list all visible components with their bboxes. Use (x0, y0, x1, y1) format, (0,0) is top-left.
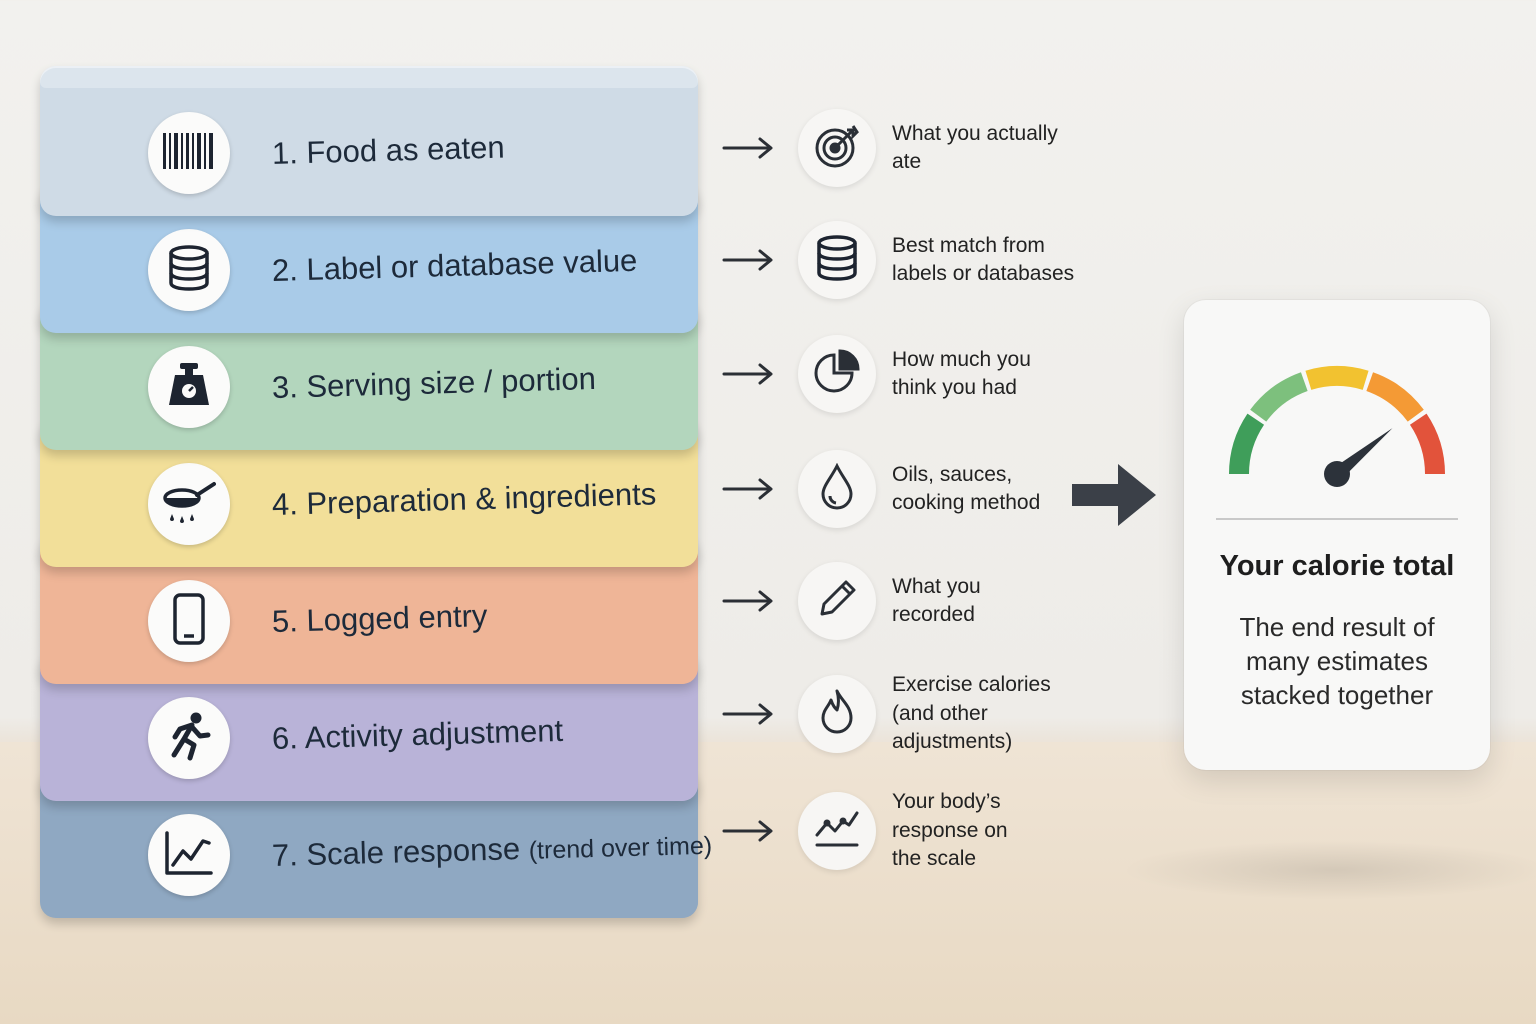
layer-block-6: 6. Activity adjustment (40, 651, 698, 801)
arrow-right-icon (722, 703, 773, 725)
description-icon-circle (798, 792, 876, 870)
description-icon-circle (798, 221, 876, 299)
pie-chart-icon (814, 348, 860, 400)
layer-label: 1. Food as eaten (271, 130, 505, 172)
gauge-segment (1366, 372, 1424, 422)
description-icon-circle (798, 675, 876, 753)
arrow-right-icon (722, 590, 773, 612)
layer-badge (148, 697, 230, 779)
layer-badge (148, 229, 230, 311)
description-icon-circle (798, 450, 876, 528)
flame-icon (817, 688, 857, 741)
layer-description: Best match from labels or databases (892, 233, 1075, 286)
layer-description: Oils, sauces, cooking method (892, 462, 1041, 515)
drop-icon (819, 462, 855, 516)
gauge-segment (1409, 413, 1445, 475)
layer-number: 5. (271, 603, 299, 639)
layer-top-face (40, 66, 698, 88)
description-icon-circle (798, 562, 876, 640)
layer-description: Your body’s response on the scale (892, 790, 1008, 871)
layer-number: 1. (271, 135, 299, 171)
layer-number: 4. (271, 486, 299, 522)
layer-title: Logged entry (305, 597, 488, 639)
result-subtitle: The end result of many estimates stacked… (1239, 612, 1435, 710)
layer-description: What you actually ate (892, 121, 1058, 174)
layer-description: How much you think you had (892, 347, 1031, 400)
gauge-segment (1229, 413, 1265, 475)
scale-icon (165, 361, 213, 414)
target-icon (813, 122, 861, 175)
layer-block-1: 1. Food as eaten (40, 66, 698, 216)
arrow-right-icon (722, 249, 773, 271)
layer-number: 7. (271, 837, 299, 873)
layer-label: 5. Logged entry (271, 598, 487, 640)
layer-badge (148, 112, 230, 194)
description-icon-circle (798, 335, 876, 413)
card-shadow (1120, 840, 1536, 900)
gauge-segment (1250, 372, 1308, 422)
pencil-icon (814, 576, 860, 627)
trend-line-icon (813, 809, 861, 854)
layer-title: Serving size / portion (305, 360, 597, 405)
layer-title: Scale response (305, 831, 521, 873)
arrow-right-icon (722, 363, 773, 385)
arrow-right-icon (722, 478, 773, 500)
layer-number: 6. (271, 720, 299, 756)
database-icon (815, 234, 859, 287)
barcode-icon (161, 131, 217, 176)
card-divider (1216, 518, 1458, 520)
layer-suffix: (trend over time) (528, 831, 713, 865)
result-card: Your calorie total The end result of man… (1184, 300, 1490, 770)
layer-badge (148, 346, 230, 428)
arrow-right-icon (722, 820, 773, 842)
phone-icon (172, 592, 206, 650)
result-title: Your calorie total (1219, 550, 1455, 582)
layer-badge (148, 463, 230, 545)
gauge-segment (1305, 366, 1369, 390)
gauge-icon (1229, 366, 1445, 487)
layer-title: Food as eaten (305, 129, 506, 171)
layer-description: Exercise calories (and other adjustments… (892, 673, 1051, 754)
arrow-right-icon (722, 137, 773, 159)
line-chart-icon (163, 829, 215, 882)
layer-description: What you recorded (892, 574, 981, 627)
layer-badge (148, 580, 230, 662)
layer-number: 2. (271, 252, 299, 288)
layer-number: 3. (271, 369, 299, 405)
frying-pan-icon (162, 478, 216, 531)
description-icon-circle (798, 109, 876, 187)
running-person-icon (166, 711, 212, 766)
layer-badge (148, 814, 230, 896)
gauge-needle (1324, 428, 1393, 487)
layer-title: Activity adjustment (304, 712, 564, 756)
database-icon (167, 244, 211, 297)
result-arrow-icon (1072, 464, 1156, 526)
